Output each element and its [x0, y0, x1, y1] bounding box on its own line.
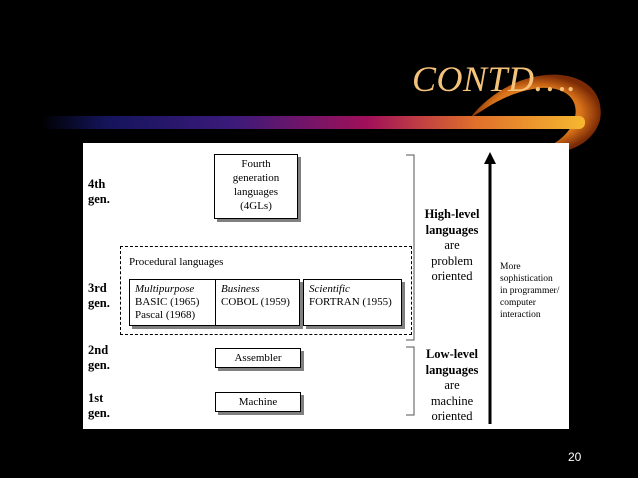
- assembler-box: Assembler: [215, 348, 301, 368]
- machine-box: Machine: [215, 392, 301, 412]
- procedural-languages-group: [120, 246, 412, 335]
- scientific-heading: Scientific: [309, 283, 350, 295]
- cobol-label: COBOL (1959): [221, 296, 290, 308]
- basic-label: BASIC (1965): [135, 296, 200, 308]
- business-box: Business COBOL (1959): [215, 279, 300, 326]
- scientific-box: Scientific FORTRAN (1955): [303, 279, 402, 326]
- fortran-label: FORTRAN (1955): [309, 296, 392, 308]
- high-level-description: High-level languages are problem oriente…: [424, 207, 480, 283]
- procedural-group-label: Procedural languages: [129, 256, 224, 268]
- level-brackets: [406, 154, 415, 416]
- multipurpose-box: Multipurpose BASIC (1965) Pascal (1968): [129, 279, 216, 326]
- business-heading: Business: [221, 283, 260, 295]
- slide-title: CONTD….: [412, 59, 577, 99]
- multipurpose-heading: Multipurpose: [135, 283, 195, 295]
- fourth-generation-box: Fourth generation languages (4GLs): [214, 154, 298, 219]
- sophistication-arrow-icon: [484, 152, 496, 424]
- title-swoosh-decoration: [40, 74, 601, 153]
- page-number: 20: [568, 450, 582, 464]
- arrow-caption: More sophistication in programmer/ compu…: [500, 262, 560, 320]
- low-level-description: Low-level languages are machine oriented: [425, 347, 479, 423]
- pascal-label: Pascal (1968): [135, 309, 196, 321]
